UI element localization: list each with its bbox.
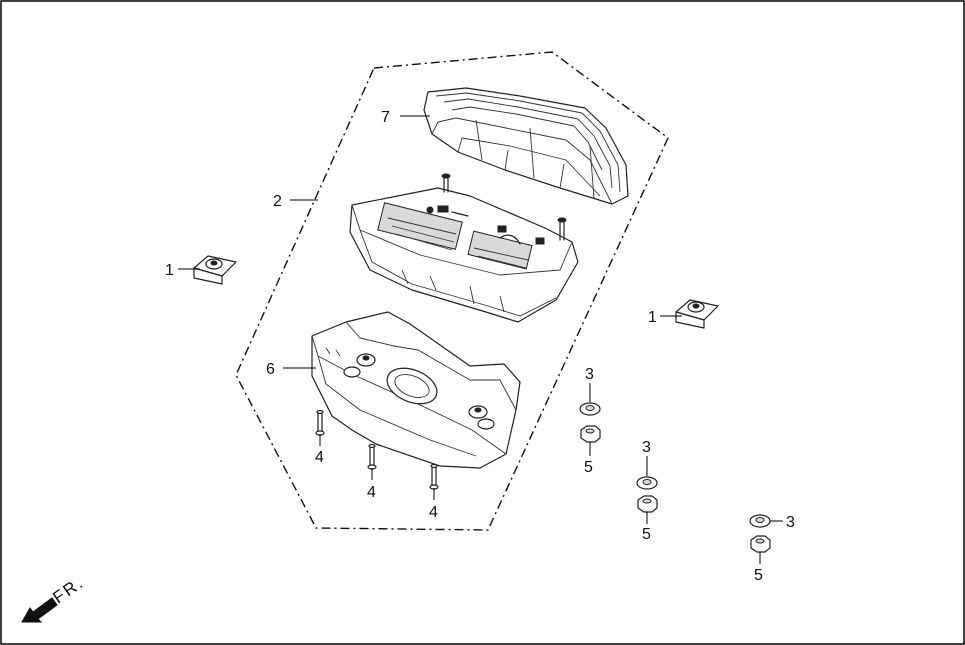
nut-clip-left — [193, 255, 237, 285]
screw-3 — [429, 463, 439, 490]
washer-1 — [579, 402, 601, 416]
callout-4-b: 4 — [367, 484, 376, 501]
callout-7: 7 — [381, 109, 390, 126]
nut-clip-right — [675, 299, 719, 329]
callout-1-right: 1 — [648, 309, 657, 326]
callout-6: 6 — [266, 361, 275, 378]
washer-2 — [636, 476, 658, 490]
nut-3 — [750, 535, 771, 553]
meter-cover — [423, 87, 629, 205]
callout-3-c: 3 — [786, 514, 795, 531]
meter-body — [349, 173, 579, 323]
assembly-outline — [235, 51, 669, 531]
washer-3 — [749, 514, 771, 528]
callout-3-a: 3 — [585, 366, 594, 383]
screw-2 — [367, 443, 377, 470]
callout-4-a: 4 — [315, 449, 324, 466]
leader-lines — [178, 115, 783, 564]
nut-2 — [637, 495, 658, 513]
lower-case — [311, 311, 521, 469]
callout-3-b: 3 — [642, 439, 651, 456]
callout-4-c: 4 — [429, 504, 438, 521]
callout-5-a: 5 — [584, 459, 593, 476]
front-direction-arrow-icon — [21, 597, 58, 623]
callout-1-left: 1 — [165, 262, 174, 279]
screw-1 — [315, 409, 325, 436]
callout-5-b: 5 — [642, 526, 651, 543]
callout-5-c: 5 — [754, 567, 763, 584]
callout-2: 2 — [273, 193, 282, 210]
nut-1 — [580, 425, 601, 443]
